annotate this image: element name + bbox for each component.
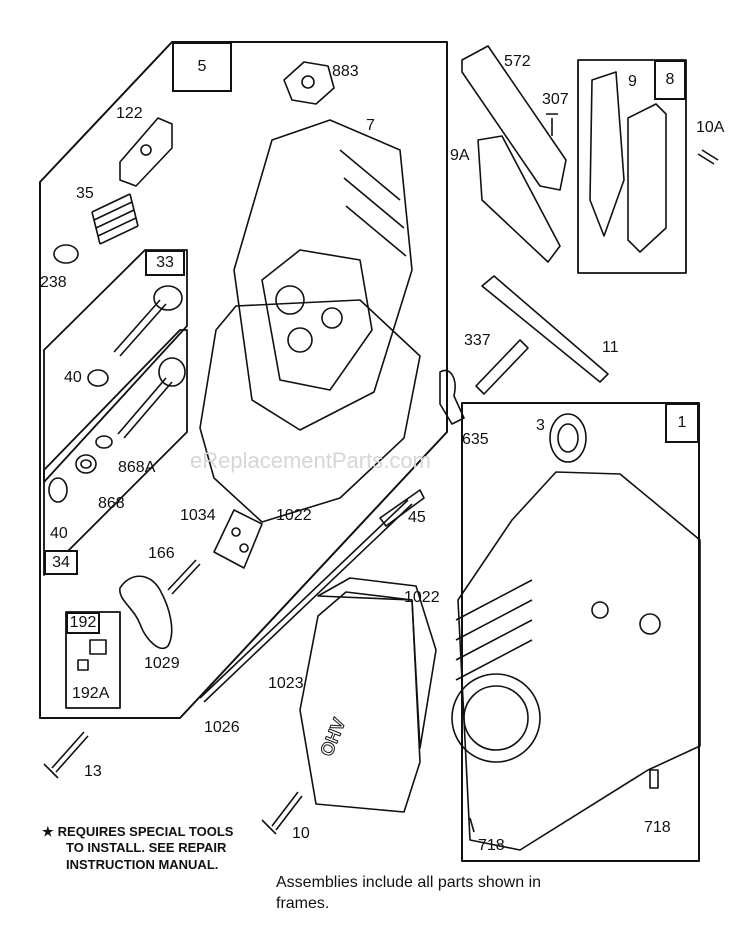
frame-33-label: 33 — [145, 250, 185, 276]
label-11: 11 — [602, 339, 619, 356]
part-1-block-drawing — [451, 471, 701, 851]
label-1034: 1034 — [180, 507, 216, 524]
part-166-drawing — [167, 559, 201, 595]
special-tools-note: ★REQUIRES SPECIAL TOOLS TO INSTALL. SEE … — [42, 824, 233, 873]
label-1022-right: 1022 — [404, 589, 440, 606]
frame-34-label: 34 — [44, 550, 78, 575]
label-3: 3 — [536, 417, 545, 434]
note-line-2: TO INSTALL. SEE REPAIR — [66, 840, 227, 856]
part-718-right-drawing — [649, 769, 659, 789]
note-line-3: INSTRUCTION MANUAL. — [66, 856, 219, 872]
part-10-drawing — [261, 791, 303, 835]
label-635: 635 — [462, 431, 489, 448]
note-line-1: REQUIRES SPECIAL TOOLS — [57, 824, 234, 839]
label-192A: 192A — [72, 685, 110, 702]
part-1034-drawing — [213, 509, 263, 569]
label-238: 238 — [40, 274, 67, 291]
part-10A-drawing — [697, 149, 719, 165]
part-868A-drawing — [95, 435, 113, 449]
part-1023-cover-drawing — [299, 591, 421, 813]
part-9A-drawing — [477, 135, 561, 263]
label-9A: 9A — [450, 147, 470, 164]
label-337: 337 — [464, 332, 491, 349]
label-572: 572 — [504, 53, 531, 70]
part-572-drawing — [461, 45, 567, 191]
label-13: 13 — [84, 763, 102, 780]
label-718-left: 718 — [478, 837, 505, 854]
frame-192-label: 192 — [66, 612, 100, 634]
label-35: 35 — [76, 185, 94, 202]
label-9: 9 — [628, 73, 637, 90]
label-166: 166 — [148, 545, 175, 562]
part-307-drawing — [546, 113, 558, 136]
label-1026: 1026 — [204, 719, 240, 736]
part-40-upper-drawing — [87, 369, 109, 387]
cover-lettering: OHV — [316, 715, 349, 759]
part-1029-drawing — [119, 575, 173, 649]
part-238-drawing — [53, 244, 79, 264]
watermark: eReplacementParts.com — [190, 448, 431, 473]
star-icon: ★ — [42, 824, 54, 839]
label-1029: 1029 — [144, 655, 180, 672]
frame-5-label: 5 — [172, 42, 232, 92]
part-8-cover-drawing — [627, 103, 667, 253]
label-868: 868 — [98, 495, 125, 512]
label-883: 883 — [332, 63, 359, 80]
label-40-lower: 40 — [50, 525, 68, 542]
part-11-drawing — [481, 275, 609, 383]
part-868-drawing — [75, 454, 97, 474]
assemblies-note-line-1: Assemblies include all parts shown in — [276, 874, 542, 891]
part-883-drawing — [283, 61, 335, 105]
part-3-drawing — [549, 413, 587, 463]
part-1026-drawing — [199, 499, 413, 703]
part-7-cylinder-head-drawing — [233, 119, 413, 431]
part-122-drawing — [119, 117, 173, 187]
label-122: 122 — [116, 105, 143, 122]
part-40-lower-drawing — [48, 477, 68, 503]
label-7: 7 — [366, 117, 375, 134]
label-718-right: 718 — [644, 819, 671, 836]
part-13-drawing — [43, 731, 89, 779]
frame-8-label: 8 — [654, 60, 686, 100]
part-33-valve-drawing — [113, 285, 183, 357]
part-1022-right-drawing — [317, 577, 437, 749]
label-1023: 1023 — [268, 675, 304, 692]
part-635-drawing — [439, 369, 465, 425]
part-192A-drawing — [77, 639, 107, 671]
part-337-drawing — [475, 339, 529, 395]
assemblies-note-line-2: frames. — [276, 894, 330, 912]
label-40-upper: 40 — [64, 369, 82, 386]
label-307: 307 — [542, 91, 569, 108]
label-1022-left: 1022 — [276, 507, 312, 524]
frame-1-label: 1 — [665, 403, 699, 443]
label-10A: 10A — [696, 119, 725, 136]
frame-8-outline — [577, 59, 687, 274]
part-1022-left-drawing — [199, 299, 421, 523]
label-868A: 868A — [118, 459, 156, 476]
assemblies-note: Assemblies include all parts shown in fr… — [276, 873, 541, 915]
label-45: 45 — [408, 509, 426, 526]
label-10: 10 — [292, 825, 310, 842]
part-718-left-drawing — [469, 817, 475, 833]
part-35-drawing — [91, 193, 139, 245]
frame-1-outline — [461, 402, 700, 862]
frame-33-outline — [43, 249, 188, 483]
part-9-drawing — [589, 71, 625, 237]
part-34-valve-drawing — [117, 357, 186, 439]
